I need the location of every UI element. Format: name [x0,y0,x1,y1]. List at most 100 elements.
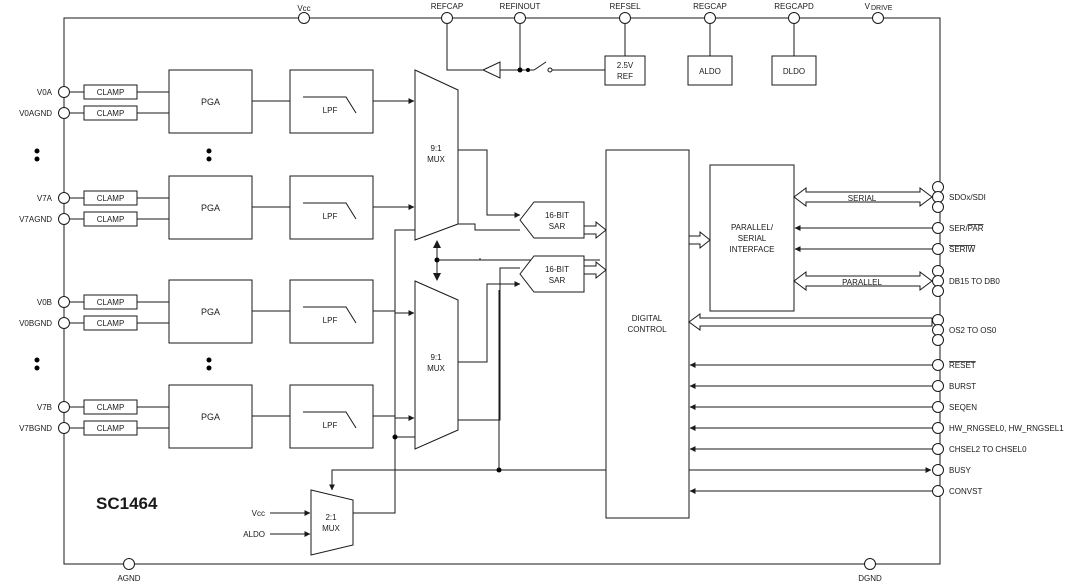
sar-b-label-2: SAR [549,276,566,285]
sar-to-digital [583,220,607,280]
label-ser: SER/PAR [949,224,984,233]
label-refinout: REFINOUT [500,2,541,11]
lpf-response-icon [303,202,357,220]
mux-sar-wires [458,149,521,421]
bottom-pins: AGND DGND [117,558,882,583]
digital-label-1: DIGITAL [632,314,663,323]
parallel-bus: PARALLEL [793,271,933,291]
pin-regcap [704,12,716,24]
input-channels: V0A V0AGND CLAMP CLAMP PGA LPF V7A V7AGND CLAMP C… [19,69,415,449]
mux-a-label-1: 9:1 [430,144,442,153]
serial-bus: SERIAL [793,187,933,207]
pin-vcc [298,12,310,24]
label-chsel: CHSEL2 TO CHSEL0 [949,445,1027,454]
pin-v7a [58,192,70,204]
clamp-label: CLAMP [97,298,125,307]
mux21-in-aldo: ALDO [243,530,265,539]
pin-v0bgnd [58,317,70,329]
label-seriw: SERIW [949,245,976,254]
label-regcapd: REGCAPD [774,2,814,11]
label-v0agnd: V0AGND [19,109,52,118]
switch-pole-b [547,67,553,73]
mux-a: 9:1 MUX [414,69,459,241]
sar-b: 16-BIT SAR [519,255,585,293]
mux-b-label-1: 9:1 [430,353,442,362]
label-v0b: V0B [37,298,52,307]
sar-a-label-1: 16-BIT [545,211,569,220]
label-v7agnd: V7AGND [19,215,52,224]
dldo-block [771,55,817,86]
clamp-label: CLAMP [97,424,125,433]
label-refsel: REFSEL [609,2,641,11]
iface-label-1: PARALLEL/ [731,223,774,232]
reference-section: 2.5V REF ALDO DLDO [446,24,817,86]
right-pins: SDOx/SDI SER/PAR SERIW DB15 TO DB0 OS2 T… [932,181,1064,497]
junction-ref [517,67,523,73]
label-busy: BUSY [949,466,971,475]
iface-label-2: SERIAL [738,234,767,243]
digital-label-2: CONTROL [627,325,667,334]
label-refcap: REFCAP [431,2,463,11]
lpf-label: LPF [323,421,338,430]
pga-block [168,384,253,449]
lpf-label: LPF [323,316,338,325]
pin-refcap [441,12,453,24]
label-v0bgnd: V0BGND [19,319,52,328]
pin-v0agnd [58,107,70,119]
digital-control: DIGITAL CONTROL [605,149,690,519]
pin-refinout [514,12,526,24]
aldo-label: ALDO [699,67,721,76]
pin-v7b [58,401,70,413]
pin-regcapd [788,12,800,24]
label-hw-rng: HW_RNGSEL0, HW_RNGSEL1 [949,424,1064,433]
label-sdo: SDOx/SDI [949,193,986,202]
clamp-label: CLAMP [97,88,125,97]
digital-to-iface-arrow [688,230,711,250]
pin-v7agnd [58,213,70,225]
pga-block [168,69,253,134]
top-pins: Vcc REFCAP REFINOUT REFSEL REGCAP REGCAP… [297,2,893,24]
label-os: OS2 TO OS0 [949,326,997,335]
pga-block [168,175,253,240]
label-agnd: AGND [117,574,140,583]
control-wires [689,362,932,494]
mux21-label-2: MUX [322,524,340,533]
pga-label: PGA [201,97,220,107]
chip-title: SC1464 [96,494,158,513]
pin-v7bgnd [58,422,70,434]
mux21-label-1: 2:1 [325,513,337,522]
wire-refcap [446,24,483,71]
mux-21: 2:1 MUX Vcc ALDO [243,229,606,556]
label-vcc: Vcc [297,4,310,13]
ref-label-2: REF [617,72,633,81]
pin-dgnd [864,558,876,570]
sar-b-label-1: 16-BIT [545,265,569,274]
clamp-label: CLAMP [97,215,125,224]
pga-label: PGA [201,307,220,317]
label-vdrive-sub: DRIVE [871,5,893,12]
iface-label-3: INTERFACE [730,245,775,254]
label-db: DB15 TO DB0 [949,277,1000,286]
ref-buffer [481,61,501,79]
mux-21-body [310,489,354,556]
pin-v0a [58,86,70,98]
sar-a-body [519,201,585,239]
label-burst: BURST [949,382,976,391]
digital-control-block [605,149,690,519]
label-regcap: REGCAP [693,2,727,11]
label-v7a: V7A [37,194,53,203]
label-v0a: V0A [37,88,53,97]
switch-pole-a [526,68,530,72]
ref-switch [533,61,547,71]
lpf-response-icon [303,306,357,324]
pga-block [168,279,253,344]
os-bus-arrow [688,313,933,331]
clamp-label: CLAMP [97,109,125,118]
ref-25v-block [604,55,646,86]
label-dgnd: DGND [858,574,882,583]
mux-b: 9:1 MUX [414,280,459,450]
